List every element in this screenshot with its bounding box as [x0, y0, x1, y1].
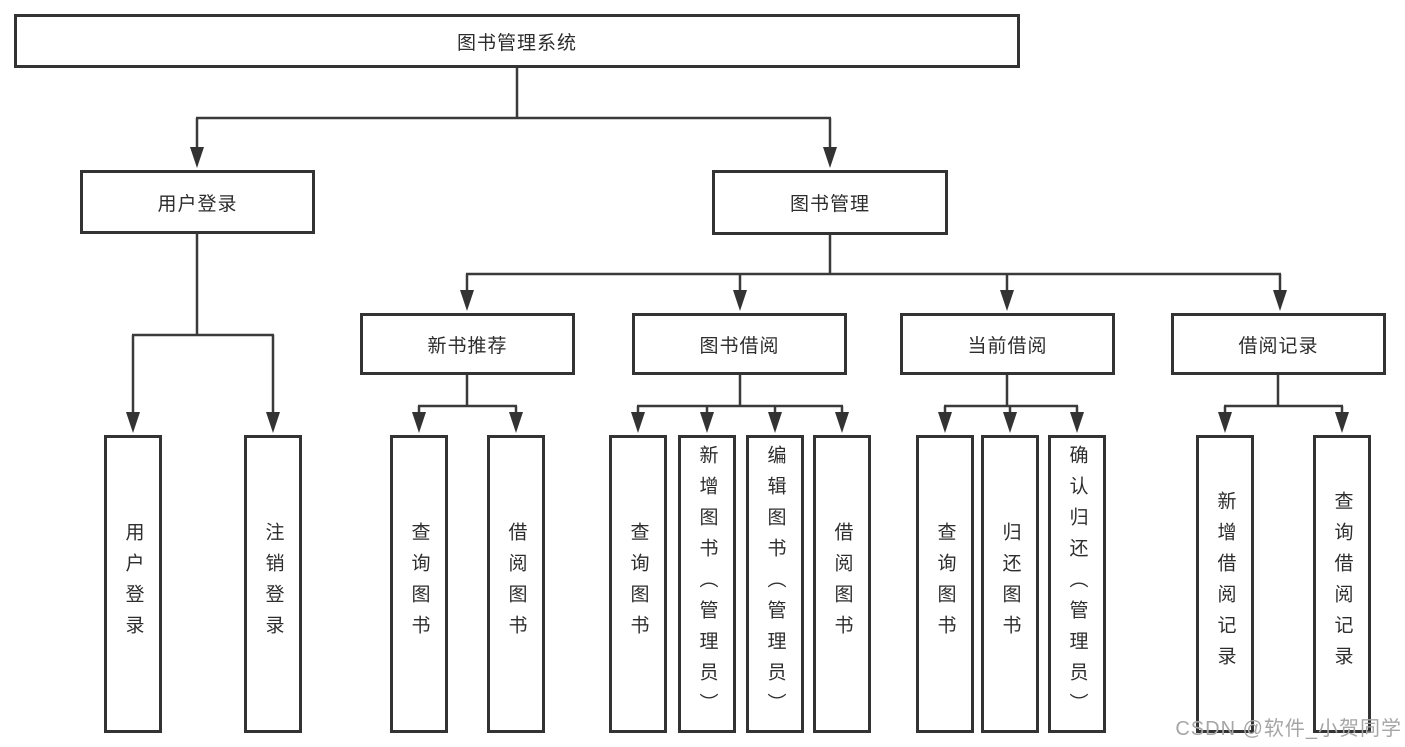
- leaf-label: 归还图书: [999, 522, 1021, 646]
- leaf-borrow-books: 借阅图书: [813, 435, 871, 733]
- leaf-add-books-admin: 新增图书（管理员）: [678, 435, 736, 733]
- node-label: 用户登录: [157, 193, 238, 215]
- node-user-login: 用户登录: [80, 170, 315, 234]
- leaf-query-borrow-record: 查询借阅记录: [1313, 435, 1371, 733]
- leaf-label: 确认归还（管理员）: [1066, 444, 1088, 724]
- leaf-return-books: 归还图书: [981, 435, 1039, 733]
- leaf-user-login: 用户登录: [104, 435, 162, 733]
- leaf-label: 查询图书: [408, 522, 430, 646]
- leaf-query-books-recommend: 查询图书: [390, 435, 448, 733]
- leaf-label: 查询借阅记录: [1331, 491, 1353, 677]
- leaf-query-books-borrow: 查询图书: [609, 435, 667, 733]
- leaf-label: 新增借阅记录: [1214, 491, 1236, 677]
- leaf-label: 用户登录: [122, 522, 144, 646]
- node-book-borrow: 图书借阅: [632, 313, 847, 375]
- leaf-label: 编辑图书（管理员）: [764, 444, 786, 724]
- leaf-add-borrow-record: 新增借阅记录: [1196, 435, 1254, 733]
- node-current-borrow: 当前借阅: [900, 313, 1115, 375]
- csdn-watermark: CSDN @软件_小贺同学: [1175, 718, 1402, 740]
- leaf-label: 借阅图书: [505, 522, 527, 646]
- leaf-label: 新增图书（管理员）: [696, 444, 718, 724]
- node-new-book-recommend: 新书推荐: [360, 313, 575, 375]
- node-label: 借阅记录: [1238, 335, 1319, 357]
- node-label: 图书借阅: [699, 335, 780, 357]
- node-borrow-records: 借阅记录: [1171, 313, 1386, 375]
- leaf-edit-books-admin: 编辑图书（管理员）: [746, 435, 804, 733]
- leaf-borrow-books-recommend: 借阅图书: [487, 435, 545, 733]
- node-label: 图书管理: [789, 194, 870, 215]
- leaf-query-books-current: 查询图书: [916, 435, 974, 733]
- node-root-library-system: 图书管理系统: [14, 14, 1020, 68]
- node-label: 当前借阅: [967, 335, 1048, 357]
- node-label: 新书推荐: [427, 335, 508, 357]
- leaf-logout: 注销登录: [244, 435, 302, 733]
- leaf-label: 查询图书: [934, 522, 956, 646]
- leaf-confirm-return-admin: 确认归还（管理员）: [1048, 435, 1106, 733]
- node-label: 图书管理系统: [456, 32, 577, 54]
- node-book-management: 图书管理: [712, 170, 948, 235]
- leaf-label: 借阅图书: [831, 522, 853, 646]
- leaf-label: 查询图书: [627, 522, 649, 646]
- leaf-label: 注销登录: [262, 522, 284, 646]
